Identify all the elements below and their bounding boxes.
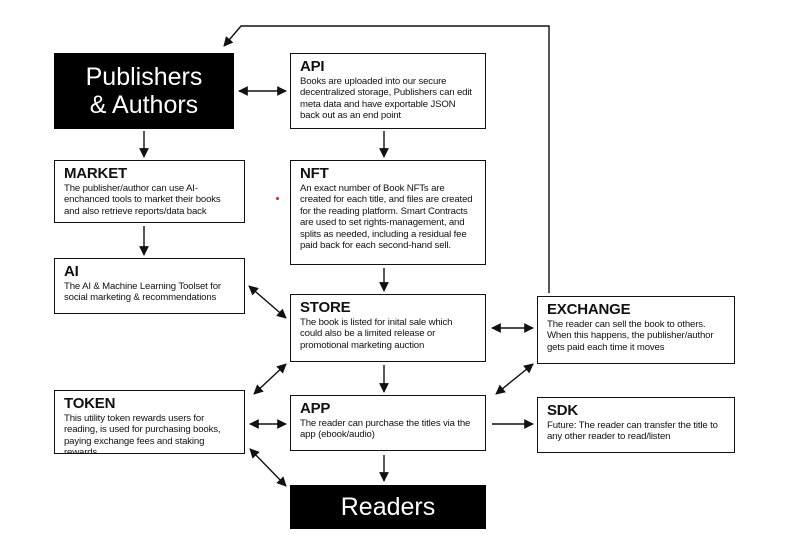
store-title: STORE	[300, 299, 351, 316]
arrow-exchange-publishers	[223, 25, 550, 293]
app-description: The reader can purchase the titles via t…	[300, 418, 471, 441]
token-title: TOKEN	[64, 395, 116, 412]
token-node: TOKEN This utility token rewards users f…	[54, 390, 245, 454]
api-title: API	[300, 58, 325, 75]
exchange-title: EXCHANGE	[547, 301, 631, 318]
ai-description: The AI & Machine Learning Toolset for so…	[64, 281, 221, 304]
market-title: MARKET	[64, 165, 127, 182]
arrow-token-store	[253, 363, 287, 395]
ai-title: AI	[64, 263, 79, 280]
publishers-label: Publishers	[85, 63, 203, 91]
readers-label: Readers	[340, 492, 436, 521]
readers-node: Readers	[290, 485, 486, 529]
exchange-node: EXCHANGE The reader can sell the book to…	[537, 296, 735, 364]
arrow-app-exchange	[495, 363, 534, 395]
store-description: The book is listed for inital sale which…	[300, 317, 453, 351]
api-node: API Books are uploaded into our secure d…	[290, 53, 486, 129]
red-dot-mark	[276, 197, 279, 200]
nft-node: NFT An exact number of Book NFTs are cre…	[290, 160, 486, 265]
api-description: Books are uploaded into our secure decen…	[300, 76, 472, 122]
app-title: APP	[300, 400, 331, 417]
store-node: STORE The book is listed for inital sale…	[290, 294, 486, 362]
market-node: MARKET The publisher/author can use AI-e…	[54, 160, 245, 223]
nft-description: An exact number of Book NFTs are created…	[300, 183, 473, 252]
ai-node: AI The AI & Machine Learning Toolset for…	[54, 258, 245, 314]
sdk-node: SDK Future: The reader can transfer the …	[537, 397, 735, 453]
nft-title: NFT	[300, 165, 329, 182]
authors-label: & Authors	[89, 91, 199, 119]
exchange-description: The reader can sell the book to others. …	[547, 319, 714, 353]
sdk-title: SDK	[547, 402, 579, 419]
arrow-ai-store	[248, 285, 287, 319]
arrow-token-readers	[249, 448, 287, 487]
app-node: APP The reader can purchase the titles v…	[290, 395, 486, 451]
sdk-description: Future: The reader can transfer the titl…	[547, 420, 718, 443]
market-description: The publisher/author can use AI-enchance…	[64, 183, 221, 217]
token-description: This utility token rewards users for rea…	[64, 413, 221, 454]
publishers-authors-node: Publishers & Authors	[54, 53, 234, 129]
